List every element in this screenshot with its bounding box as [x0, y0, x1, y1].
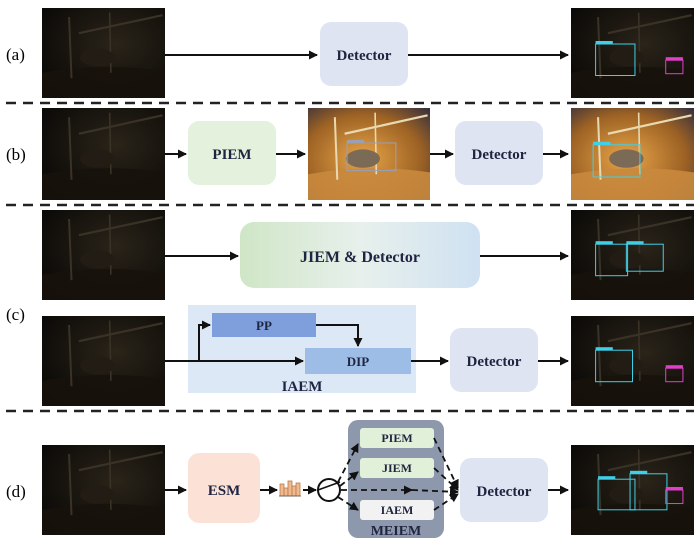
row-b: (b) PIEM Detector	[6, 121, 569, 185]
detector-box	[460, 458, 548, 522]
row-d: (d) ESM PIEM JIEM IAEM MEIEM	[6, 420, 569, 539]
pp-box	[212, 313, 316, 337]
photo-layer	[42, 8, 694, 535]
switch-lever	[317, 481, 341, 491]
detector-label: Detector	[477, 484, 532, 500]
meiem-label: MEIEM	[371, 524, 422, 539]
output-photo-c2	[571, 316, 694, 406]
detector-box	[320, 22, 408, 86]
piem-box	[188, 121, 276, 185]
detector-box	[450, 328, 538, 392]
input-photo-c1	[42, 210, 165, 300]
pp-label: PP	[256, 318, 272, 333]
histogram-icon	[279, 480, 301, 497]
row-separators	[6, 101, 694, 413]
output-photo-b	[571, 108, 694, 200]
output-photo-a	[571, 8, 694, 98]
meiem-piem-box	[360, 428, 434, 448]
meiem-iaem-label: IAEM	[381, 503, 414, 517]
switch-icon	[317, 478, 341, 502]
output-photo-d	[571, 445, 694, 535]
detector-label: Detector	[467, 354, 522, 370]
row-a: (a) Detector	[6, 22, 569, 86]
arrow-pp-to-dip	[316, 324, 363, 347]
arrow-branch-to-pp	[198, 320, 211, 361]
detector-label: Detector	[472, 147, 527, 163]
jiem-detector-box	[240, 222, 480, 288]
esm-box	[188, 453, 260, 523]
dip-box	[305, 348, 411, 374]
input-photo-c2	[42, 316, 165, 406]
routing-arrows	[337, 437, 459, 511]
esm-label: ESM	[208, 483, 241, 499]
output-photo-c1	[571, 210, 694, 300]
piem-label: PIEM	[212, 147, 251, 163]
input-photo-d	[42, 445, 165, 535]
meiem-jiem-label: JIEM	[382, 461, 412, 475]
detector-label: Detector	[337, 48, 392, 64]
jiem-detector-label: JIEM & Detector	[300, 249, 420, 266]
row-b-label: (b)	[6, 145, 26, 164]
iaem-label: IAEM	[282, 379, 323, 395]
input-photo-b	[42, 108, 165, 200]
input-photo-a	[42, 8, 165, 98]
row-c-label: (c)	[6, 305, 25, 324]
detector-box	[455, 121, 543, 185]
meiem-iaem-box	[360, 500, 434, 520]
dip-label: DIP	[347, 354, 369, 369]
meiem-jiem-box	[360, 458, 434, 478]
meiem-piem-label: PIEM	[381, 431, 412, 445]
row-d-label: (d)	[6, 482, 26, 501]
enhanced-photo-b	[308, 108, 430, 200]
row-c: (c) JIEM & Detector IAEM PP DIP Detector	[6, 222, 569, 395]
row-a-label: (a)	[6, 45, 25, 64]
